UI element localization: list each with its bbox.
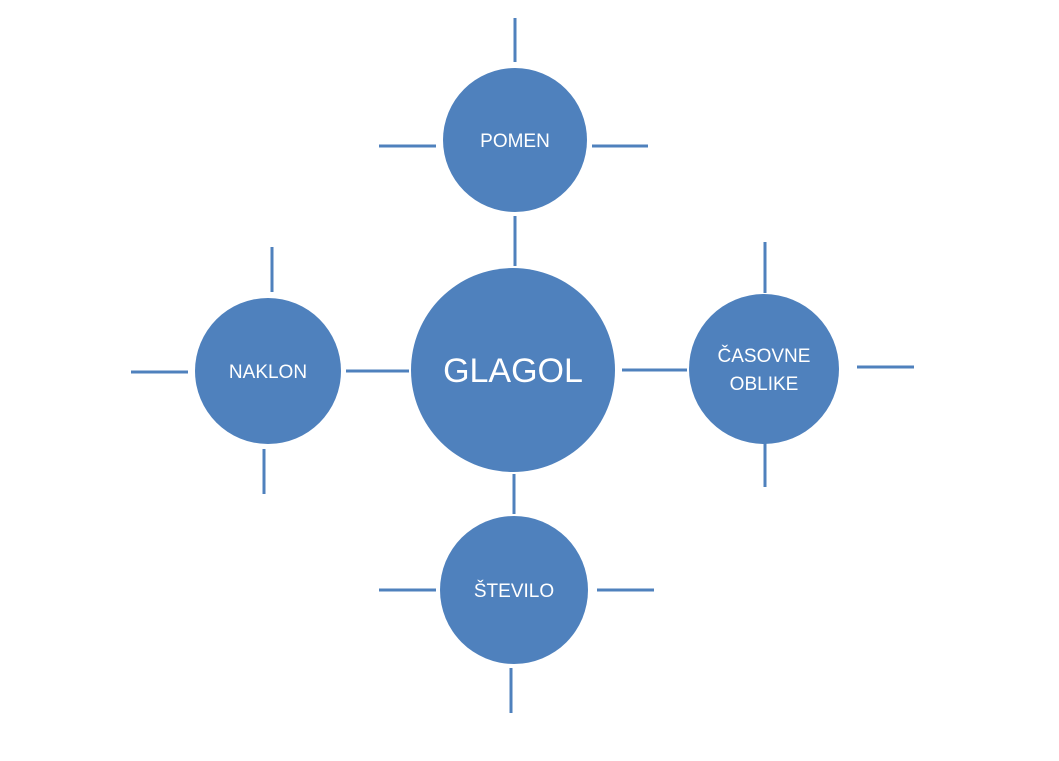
node-bottom-label: ŠTEVILO [474, 580, 554, 602]
connectors [131, 18, 914, 713]
node-left-label: NAKLON [229, 362, 307, 383]
node-left: NAKLON [195, 298, 341, 444]
node-right-label-line2: OBLIKE [730, 374, 799, 395]
node-left-circle [195, 298, 341, 444]
node-top: POMEN [443, 68, 587, 212]
node-top-label: POMEN [480, 131, 550, 152]
node-bottom-circle [440, 516, 588, 664]
node-center-label: GLAGOL [443, 352, 583, 390]
node-top-circle [443, 68, 587, 212]
node-center: GLAGOL [411, 268, 615, 472]
node-right: ČASOVNE OBLIKE [689, 294, 839, 444]
node-right-circle [689, 294, 839, 444]
node-bottom: ŠTEVILO [440, 516, 588, 664]
node-right-label-line1: ČASOVNE [718, 345, 811, 367]
node-center-circle [411, 268, 615, 472]
